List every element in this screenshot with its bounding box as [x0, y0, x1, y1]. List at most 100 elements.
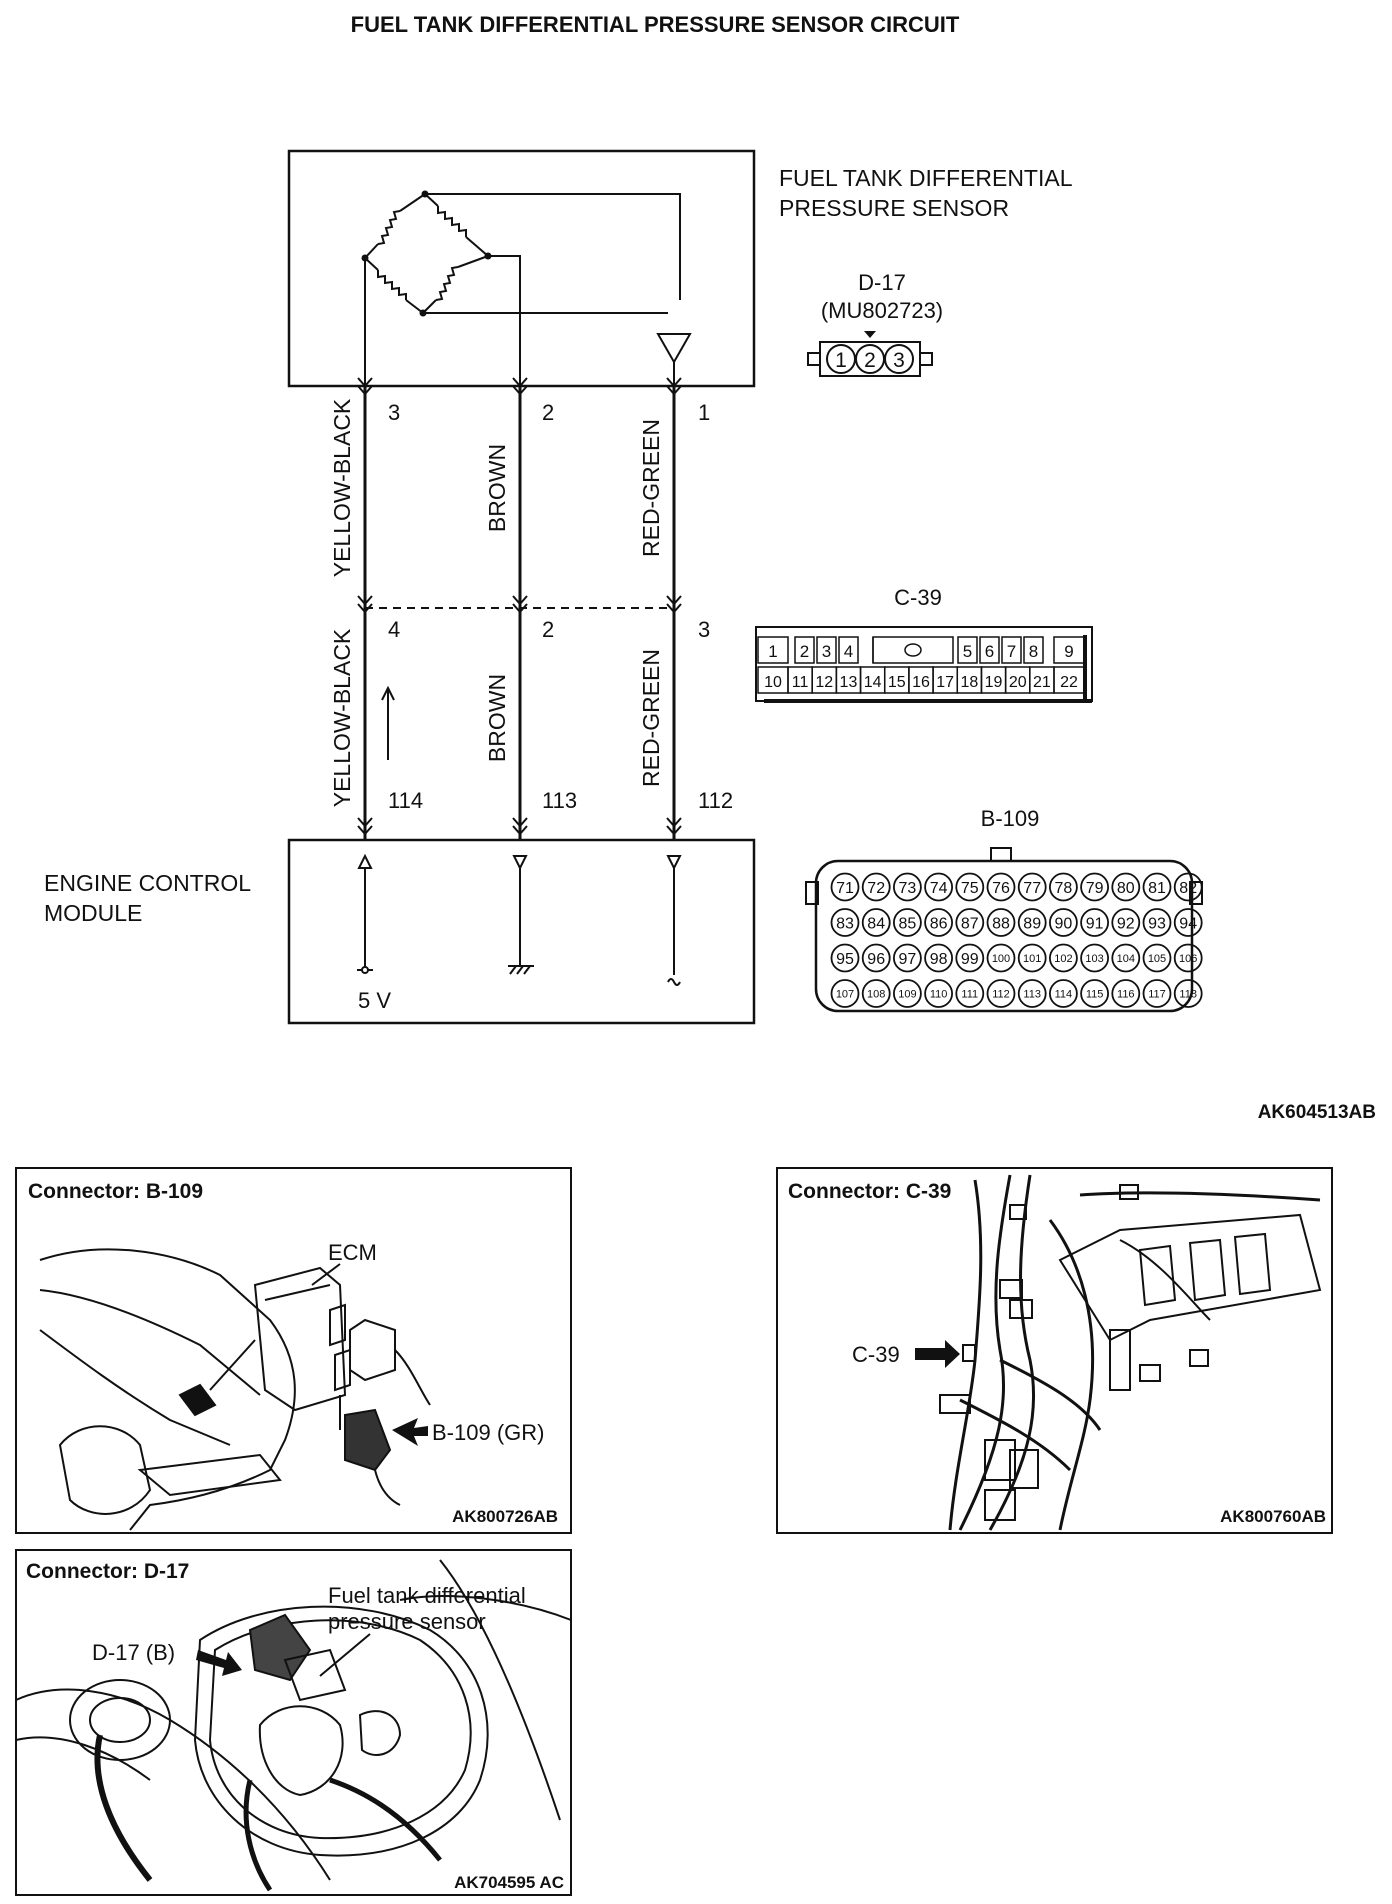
c39-pin-number: 12	[815, 674, 833, 691]
c39-pin-number: 14	[864, 674, 882, 691]
c39-key	[872, 636, 954, 664]
b109-pin-number: 107	[836, 989, 854, 1001]
c39-pin-number: 21	[1033, 674, 1051, 691]
b109-pin-number: 74	[930, 880, 948, 897]
b109-pin	[1173, 908, 1203, 937]
b109-pin-number: 81	[1148, 880, 1166, 897]
wire-label-upper-1: YELLOW-BLACK	[329, 398, 355, 577]
b109-pin	[924, 979, 953, 1008]
d17-pin-1: 1	[835, 349, 847, 372]
wire-label-upper-2: BROWN	[484, 444, 510, 532]
b109-pin-number: 106	[1179, 953, 1197, 965]
wire-label-upper-3: RED-GREEN	[638, 419, 664, 557]
b109-pin	[1142, 872, 1172, 902]
panel-b109-title: Connector: B-109	[28, 1180, 203, 1203]
b109-pin	[924, 943, 953, 973]
c39-pin-cell	[838, 636, 859, 664]
b109-pin-number: 101	[1023, 953, 1041, 965]
panel-d17-connector-label: D-17 (B)	[92, 1640, 175, 1665]
c39-pin-cell	[1001, 636, 1022, 664]
panel-b109-connector-label: B-109 (GR)	[432, 1420, 544, 1445]
c39-pin-cell	[1053, 636, 1085, 664]
b109-pin-number: 96	[867, 951, 885, 968]
diagram-code: AK604513AB	[1258, 1102, 1376, 1123]
sensor-box: FUEL TANK DIFFERENTIAL PRESSURE SENSOR	[287, 149, 1073, 388]
d17-part-number: (MU802723)	[821, 298, 943, 323]
b109-pin	[986, 908, 1016, 937]
b109-id: B-109	[981, 806, 1040, 831]
b109-pin	[1080, 979, 1109, 1008]
b109-pin	[1049, 943, 1078, 973]
b109-pin	[986, 943, 1016, 973]
b109-pin	[830, 908, 860, 937]
b109-pin	[861, 872, 891, 902]
b109-pin-number: 72	[867, 880, 885, 897]
c39-pin-cell	[1023, 636, 1044, 664]
b109-pin	[1173, 943, 1203, 973]
panel-b109: Connector: B-109 ECM B-109 (GR) AK80	[15, 1167, 572, 1534]
car-illustration	[39, 1248, 296, 1531]
b109-pin	[830, 872, 860, 902]
b109-pin	[986, 979, 1016, 1008]
b109-pin	[1111, 943, 1141, 973]
b109-pin-number: 100	[992, 953, 1010, 965]
c39-pin-cell	[794, 636, 815, 664]
c39-pin-number: 10	[764, 674, 782, 691]
b109-pin-number: 75	[961, 880, 979, 897]
b109-pin-number: 112	[992, 989, 1010, 1001]
ecm-pin-114: 114	[388, 788, 423, 813]
b109-pin	[1142, 943, 1172, 973]
b109-pin	[1173, 872, 1203, 902]
c39-pin-number: 17	[936, 674, 954, 691]
ecm-supply-voltage: 5 V	[358, 988, 391, 1013]
ecm-illustration	[253, 1266, 431, 1506]
panel-d17-sensor-label-line1: Fuel tank differential	[328, 1583, 526, 1608]
b109-pin-number: 83	[836, 916, 854, 933]
b109-pin-number: 86	[930, 916, 948, 933]
c39-pin-cell	[1053, 666, 1085, 694]
c39-pin-number: 7	[1007, 642, 1016, 661]
b109-pin-number: 88	[992, 916, 1010, 933]
ecm-box: ENGINE CONTROL MODULE 5 V	[44, 838, 756, 1025]
b109-pin	[893, 943, 922, 973]
c39-pin-3: 3	[698, 617, 710, 642]
b109-pin-number: 84	[867, 916, 885, 933]
b109-pin-number: 108	[867, 989, 885, 1001]
b109-pin	[1017, 979, 1047, 1008]
arrow-icon	[392, 1418, 428, 1446]
b109-pin-number: 92	[1117, 916, 1135, 933]
panel-b109-ecm-label: ECM	[328, 1240, 377, 1265]
b109-pin	[955, 908, 985, 937]
b109-pin-number: 80	[1117, 880, 1135, 897]
b109-pin-number: 109	[898, 989, 916, 1001]
c39-pin-number: 22	[1060, 674, 1078, 691]
b109-pin-number: 93	[1148, 916, 1166, 933]
c39-pin-number: 20	[1009, 674, 1027, 691]
b109-pin	[830, 943, 860, 973]
b109-pin	[1080, 872, 1109, 902]
b109-pin-number: 79	[1086, 880, 1104, 897]
ecm-label-line1: ENGINE CONTROL	[44, 870, 251, 896]
b109-pin	[1049, 908, 1078, 937]
b109-pin-number: 118	[1179, 989, 1197, 1001]
c39-pin-cell	[757, 636, 789, 664]
b109-pin-number: 111	[961, 989, 978, 1001]
b109-pin-number: 103	[1085, 953, 1103, 965]
b109-pin	[861, 908, 891, 937]
b109-pin-number: 99	[961, 951, 979, 968]
pin-numbers: 3 2 1 4 2 3 114 113 112	[388, 400, 733, 813]
panel-d17-title: Connector: D-17	[26, 1560, 189, 1583]
b109-pin	[1173, 979, 1203, 1008]
panel-c39-title: Connector: C-39	[788, 1180, 951, 1203]
b109-pin-number: 91	[1086, 916, 1104, 933]
wire-label-lower-1: YELLOW-BLACK	[329, 628, 355, 807]
b109-pin	[1142, 979, 1172, 1008]
b109-pin-number: 78	[1055, 880, 1073, 897]
fuel-tank-illustration	[15, 1559, 572, 1892]
b109-pin-number: 77	[1023, 880, 1041, 897]
b109-pin-number: 89	[1023, 916, 1041, 933]
panel-c39-code: AK800760AB	[1220, 1507, 1326, 1526]
